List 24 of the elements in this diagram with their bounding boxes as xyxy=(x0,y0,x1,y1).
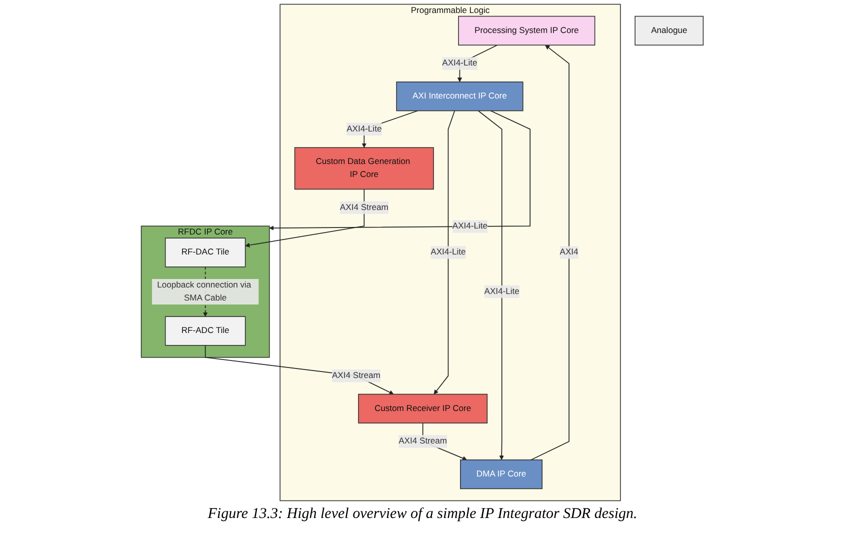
edge-label: Loopback connection via SMA Cable xyxy=(157,280,252,302)
node-box: Processing System IP Core xyxy=(458,16,596,46)
edge-label: AXI4-Lite xyxy=(452,222,488,231)
edge-label: AXI4 Stream xyxy=(332,371,381,380)
node-box: Custom Data Generation IP Core xyxy=(294,147,434,190)
edge-label: AXI4-Lite xyxy=(484,286,520,296)
edge-label: AXI4 Stream xyxy=(398,436,448,446)
edge-label: AXI4-Lite xyxy=(346,124,382,134)
edge-label: AXI4-Lite xyxy=(430,248,466,257)
node-box: DMA IP Core xyxy=(460,459,543,490)
arrow xyxy=(434,110,456,394)
node-box: Analogue xyxy=(634,16,704,46)
node-box: AXI Interconnect IP Core xyxy=(396,82,524,112)
edge-label: AXI4-Lite xyxy=(442,58,478,68)
arrow xyxy=(530,44,570,460)
figure-caption: Figure 13.3: High level overview of a simple IP Integrator SDR design. xyxy=(208,506,638,522)
node-box: Custom Receiver IP Core xyxy=(358,394,488,424)
arrow xyxy=(245,188,365,248)
arrow xyxy=(478,110,504,460)
arrow xyxy=(205,344,394,394)
edge-label: AXI4 Stream xyxy=(340,202,389,212)
node-box: RF-ADC Tile xyxy=(165,316,246,346)
node-box: RF-DAC Tile xyxy=(165,238,246,268)
edge-label: AXI4 xyxy=(560,248,579,257)
